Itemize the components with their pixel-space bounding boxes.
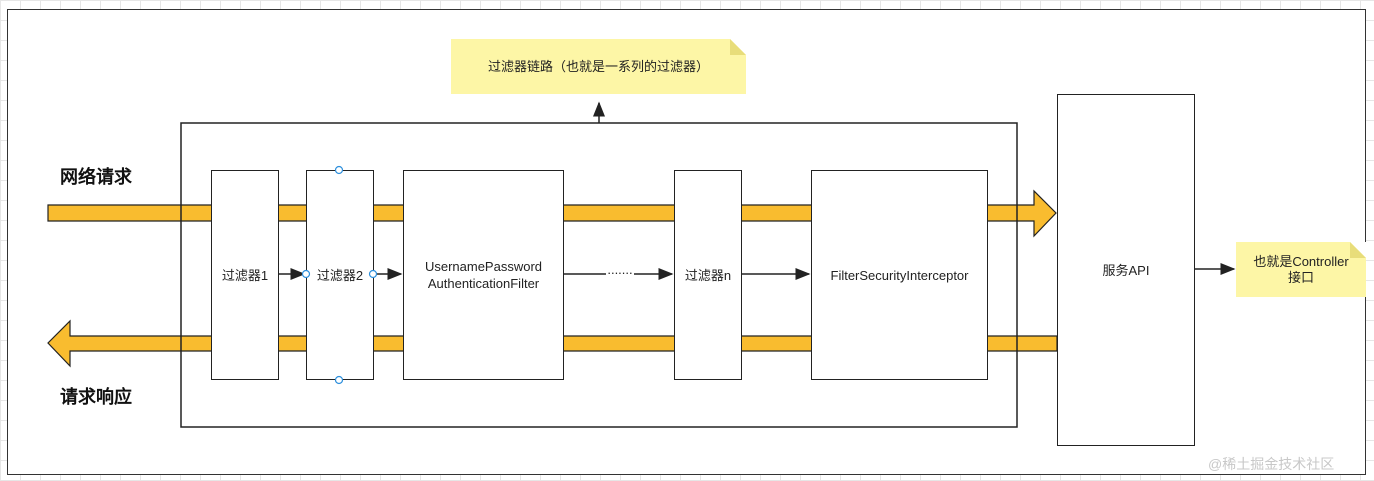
request-label: 网络请求 <box>60 167 132 187</box>
upaf-box: UsernamePassword AuthenticationFilter <box>403 170 564 380</box>
filter2-box: 过滤器2 <box>306 170 374 380</box>
response-label: 请求响应 <box>60 387 132 407</box>
note-fold-shadow <box>730 39 746 55</box>
fsi-label: FilterSecurityInterceptor <box>830 267 969 283</box>
upaf-label: UsernamePassword AuthenticationFilter <box>425 258 542 292</box>
filtern-box: 过滤器n <box>674 170 742 380</box>
controller-note-text: 也就是Controller 接口 <box>1253 254 1348 286</box>
chain-note-text: 过滤器链路（也就是一系列的过滤器） <box>487 58 709 74</box>
controller-note-line2: 接口 <box>1287 269 1314 285</box>
note-fold-shadow <box>1350 242 1366 258</box>
selection-handle-right <box>368 269 378 279</box>
filter1-box: 过滤器1 <box>211 170 279 380</box>
ellipsis-label: ....... <box>607 262 633 277</box>
upaf-label-line1: UsernamePassword <box>424 259 543 274</box>
filtern-label: 过滤器n <box>684 267 732 283</box>
selection-handle-bottom <box>334 375 344 385</box>
service-api-box: 服务API <box>1057 94 1195 446</box>
selection-handle-left <box>301 269 311 279</box>
controller-note: 也就是Controller 接口 <box>1236 242 1366 297</box>
controller-note-line1: 也就是Controller <box>1253 253 1349 269</box>
service-api-label: 服务API <box>1102 262 1150 278</box>
selection-handle-top <box>334 165 344 175</box>
filter1-label: 过滤器1 <box>221 267 269 283</box>
chain-note: 过滤器链路（也就是一系列的过滤器） <box>451 39 746 94</box>
fsi-box: FilterSecurityInterceptor <box>811 170 988 380</box>
upaf-label-line2: AuthenticationFilter <box>427 276 540 291</box>
watermark-text: @稀土掘金技术社区 <box>1208 456 1335 472</box>
filter2-label: 过滤器2 <box>316 267 364 283</box>
